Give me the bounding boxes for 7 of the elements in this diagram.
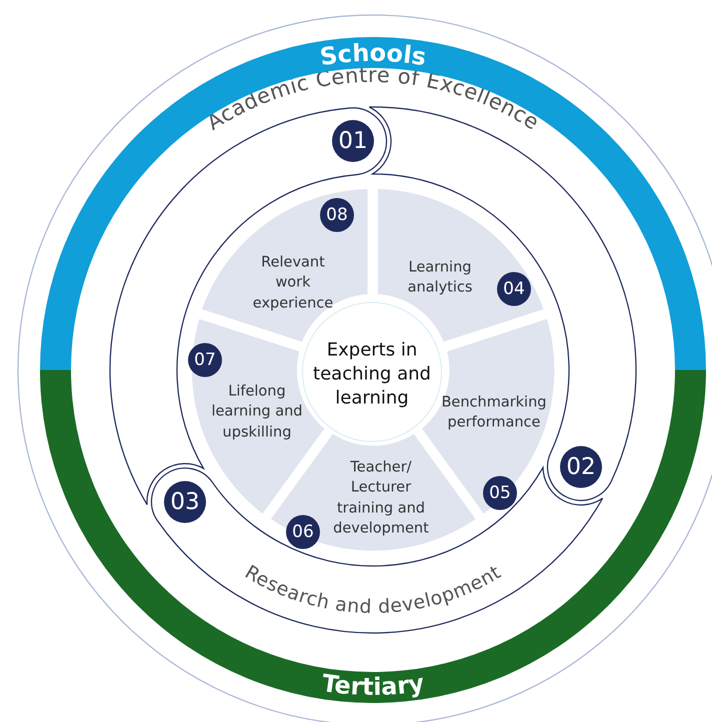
segment-label: Benchmarking performance [440,394,548,433]
segment-label: Lifelong learning and upskilling [210,382,304,442]
segment-label: Learning analytics [406,258,474,298]
segment-label: Relevant work experience [252,254,334,314]
ring-label: Tertiary [320,668,426,701]
segment-label: Teacher/ Lecturer training and development [332,458,430,538]
center-label: Experts in teaching and learning [312,338,432,411]
